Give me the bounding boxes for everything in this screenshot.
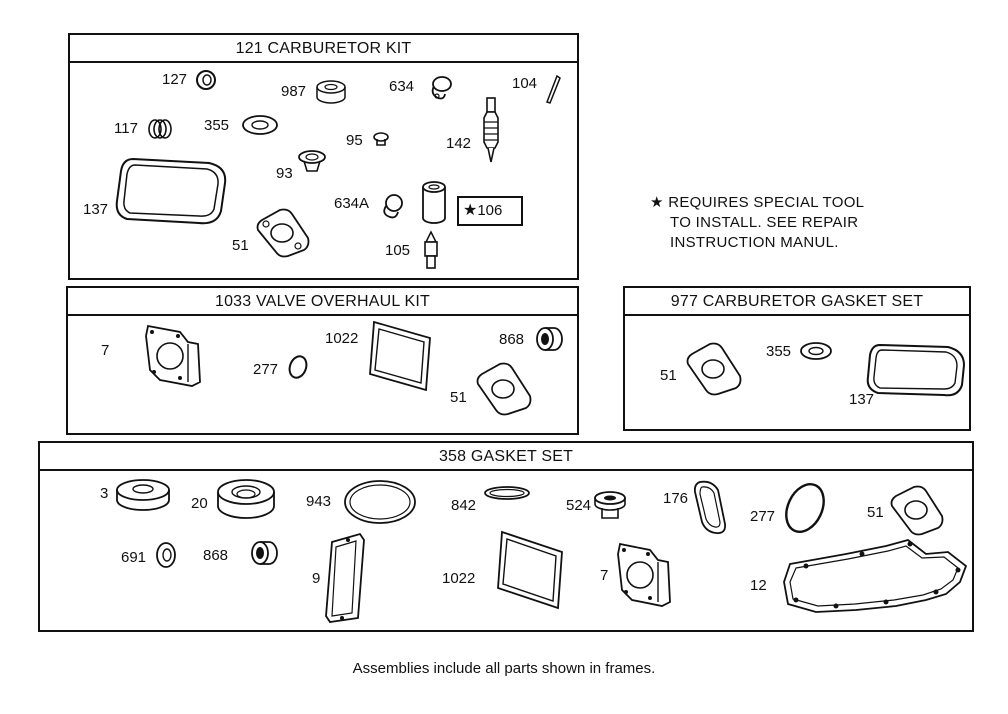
- label-3: 3: [100, 485, 109, 502]
- seal-20-icon: [217, 479, 275, 519]
- needle-142-icon: [483, 97, 499, 163]
- carburetor-gasket-set-title: 977 CARBURETOR GASKET SET: [625, 288, 969, 316]
- crankcase-gasket-12-icon: [783, 539, 968, 613]
- label-842: 842: [451, 497, 477, 514]
- label-51-valve: 51: [450, 389, 467, 406]
- seal-691-icon: [156, 542, 176, 568]
- gasket-set-frame: 358 GASKET SET: [38, 441, 974, 632]
- assemblies-footnote: Assemblies include all parts shown in fr…: [352, 660, 656, 677]
- label-634: 634: [389, 78, 415, 95]
- washer-355-icon: [242, 115, 278, 135]
- carburetor-kit-frame: 121 CARBURETOR KIT: [68, 33, 579, 280]
- gasket-set-title: 358 GASKET SET: [40, 443, 972, 471]
- label-176: 176: [663, 490, 689, 507]
- label-943: 943: [306, 493, 332, 510]
- cylinder-head-gasket-7-gasket-icon: [617, 542, 671, 607]
- retainer-127-icon: [196, 70, 216, 90]
- o-ring-137-carb-icon: [866, 343, 966, 397]
- label-277-gasket: 277: [750, 508, 776, 525]
- spring-117-icon: [148, 119, 172, 139]
- label-137-carb: 137: [849, 391, 875, 408]
- label-137: 137: [83, 201, 109, 218]
- label-691: 691: [121, 549, 147, 566]
- plug-524-icon: [594, 491, 626, 519]
- label-20: 20: [191, 495, 208, 512]
- carburetor-kit-title: 121 CARBURETOR KIT: [70, 35, 577, 63]
- mounting-gasket-51-icon: [256, 208, 310, 258]
- label-355-carb: 355: [766, 343, 792, 360]
- seal-868-icon: [536, 327, 563, 351]
- screw-95-icon: [373, 132, 389, 146]
- special-tool-part-106: ★106: [457, 196, 523, 226]
- spring-634a-icon: [383, 194, 403, 219]
- label-142: 142: [446, 135, 472, 152]
- label-105: 105: [385, 242, 411, 259]
- label-106: 106: [477, 202, 503, 219]
- star-icon: ★: [650, 194, 664, 211]
- float-bowl-icon: [422, 181, 446, 224]
- valve-cover-gasket-1022-gasket-icon: [497, 530, 563, 610]
- breather-gasket-9-icon: [325, 532, 365, 623]
- note-line-1: REQUIRES SPECIAL TOOL: [668, 194, 865, 211]
- label-9: 9: [312, 570, 321, 587]
- mounting-gasket-51-valve-icon: [476, 362, 532, 416]
- label-51-gasket: 51: [867, 504, 884, 521]
- label-868: 868: [499, 331, 525, 348]
- mounting-gasket-51-carb-icon: [686, 342, 742, 396]
- label-987: 987: [281, 83, 307, 100]
- label-12: 12: [750, 577, 767, 594]
- o-ring-277-gasket-icon: [785, 483, 825, 533]
- special-tool-note: ★ REQUIRES SPECIAL TOOL TO INSTALL. SEE …: [650, 193, 864, 253]
- label-93: 93: [276, 165, 293, 182]
- label-355: 355: [204, 117, 230, 134]
- label-277: 277: [253, 361, 279, 378]
- seal-3-icon: [116, 479, 170, 511]
- label-104: 104: [512, 75, 538, 92]
- gasket-842-icon: [484, 486, 530, 500]
- spring-634-icon: [431, 76, 452, 100]
- valve-overhaul-kit-frame: 1033 VALVE OVERHAUL KIT: [66, 286, 579, 435]
- note-line-2: TO INSTALL. SEE REPAIR: [670, 214, 859, 231]
- label-127: 127: [162, 71, 188, 88]
- label-117: 117: [114, 120, 138, 137]
- label-1022-gasket: 1022: [442, 570, 476, 587]
- inlet-needle-105-icon: [424, 230, 438, 269]
- o-ring-137-icon: [115, 157, 227, 225]
- washer-355-carb-icon: [800, 342, 832, 360]
- seal-868-gasket-icon: [251, 541, 278, 565]
- valve-cover-gasket-1022-icon: [369, 320, 431, 392]
- label-51-carb: 51: [660, 367, 677, 384]
- label-634a: 634A: [334, 195, 370, 212]
- label-1022: 1022: [325, 330, 359, 347]
- valve-overhaul-kit-title: 1033 VALVE OVERHAUL KIT: [68, 288, 577, 316]
- gasket-176-icon: [693, 480, 726, 534]
- star-icon: ★: [463, 202, 478, 219]
- label-95: 95: [346, 132, 363, 149]
- label-7-gasket: 7: [600, 567, 609, 584]
- label-51: 51: [232, 237, 249, 254]
- carburetor-gasket-set-frame: 977 CARBURETOR GASKET SET: [623, 286, 971, 431]
- cylinder-head-gasket-7-icon: [145, 324, 201, 387]
- label-524: 524: [566, 497, 592, 514]
- mounting-gasket-51-gasket-icon: [890, 485, 944, 536]
- note-line-3: INSTRUCTION MANUL.: [670, 234, 839, 251]
- pin-104-icon: [546, 74, 561, 104]
- plug-93-icon: [298, 150, 326, 172]
- label-7: 7: [101, 342, 110, 359]
- label-868-gasket: 868: [203, 547, 229, 564]
- washer-987-icon: [316, 80, 346, 104]
- o-ring-277-icon: [288, 355, 308, 379]
- gasket-943-icon: [344, 480, 416, 524]
